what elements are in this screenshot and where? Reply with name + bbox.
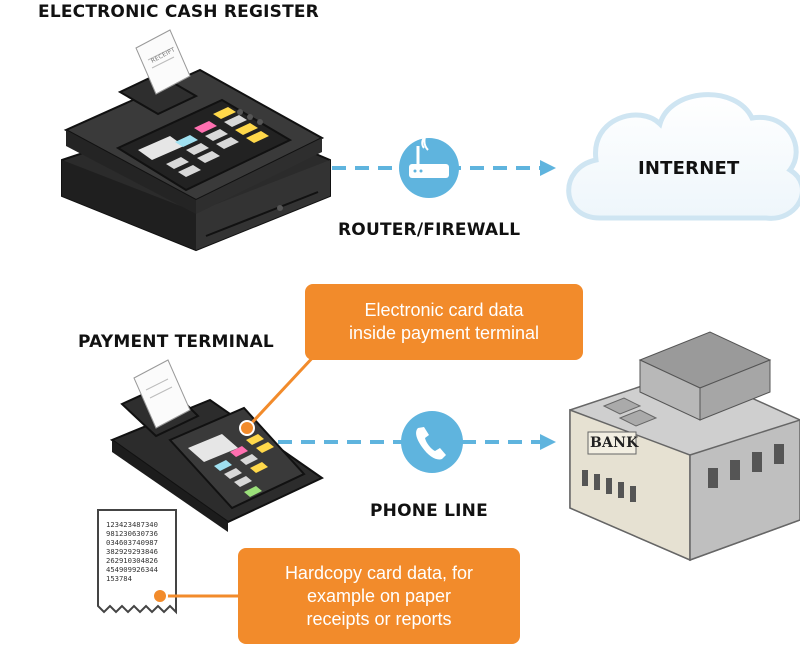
network-link-bottom xyxy=(278,434,556,450)
payment-terminal-label: PAYMENT TERMINAL xyxy=(78,332,274,352)
internet-label: INTERNET xyxy=(638,158,740,179)
receipt-number-line: 981230630736 xyxy=(106,529,158,538)
receipt-number-line: 034603740987 xyxy=(106,538,158,547)
cash-register-label: ELECTRONIC CASH REGISTER xyxy=(38,2,319,22)
receipt-number-line: 454909926344 xyxy=(106,565,158,574)
electronic-callout-line-2: inside payment terminal xyxy=(348,323,540,343)
electronic-card-data-callout: Electronic card data inside payment term… xyxy=(305,284,583,360)
callout-leader-receipt xyxy=(152,588,240,604)
phone-line-label: PHONE LINE xyxy=(370,501,488,521)
receipt-number-line: 262910304826 xyxy=(106,556,158,565)
electronic-callout-line-1: Electronic card data xyxy=(364,300,524,320)
receipt-number-line: 123423487340 xyxy=(106,520,158,529)
receipt-number-line: 382929293846 xyxy=(106,547,158,556)
phone-icon xyxy=(401,411,463,473)
bank-sign: BANK xyxy=(590,435,639,451)
payment-terminal-icon xyxy=(109,359,324,532)
router-label: ROUTER/FIREWALL xyxy=(338,220,521,240)
hardcopy-callout-line-1: Hardcopy card data, for xyxy=(284,562,474,583)
hardcopy-callout-line-3: receipts or reports xyxy=(306,608,452,629)
hardcopy-card-data-callout: Hardcopy card data, for example on paper… xyxy=(238,548,520,644)
hardcopy-callout-line-2: example on paper xyxy=(306,585,452,606)
receipt-number-line: 153784 xyxy=(106,574,132,583)
paper-receipt-icon xyxy=(97,509,177,615)
callout-leader xyxy=(239,352,318,436)
receipt-numbers: 123423487340 981230630736 034603740987 3… xyxy=(106,520,168,583)
router-icon xyxy=(399,131,459,198)
cash-register-icon xyxy=(61,29,331,252)
internet-cloud-icon xyxy=(566,92,800,221)
bank-building-icon xyxy=(569,331,800,562)
